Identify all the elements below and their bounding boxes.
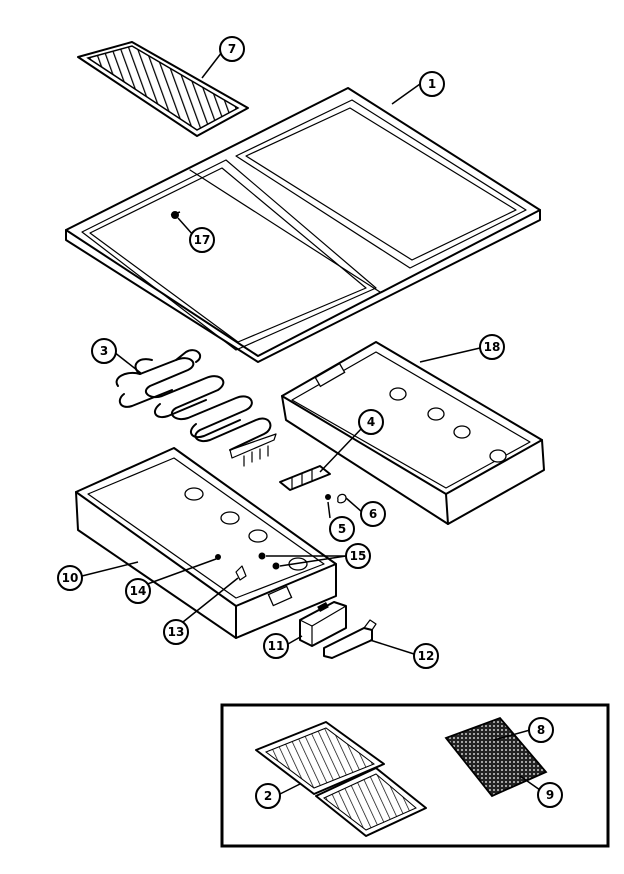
part-6-clip bbox=[337, 493, 347, 504]
callout-15: 15 bbox=[345, 543, 371, 569]
callout-4-label: 4 bbox=[367, 415, 375, 429]
callout-6: 6 bbox=[360, 501, 386, 527]
callout-17-label: 17 bbox=[194, 233, 211, 247]
callout-7: 7 bbox=[219, 36, 245, 62]
part-13-clip bbox=[235, 565, 247, 581]
part-1-cooktop-frame bbox=[65, 87, 541, 363]
callout-6-label: 6 bbox=[369, 507, 377, 521]
part-5-nut bbox=[325, 494, 331, 500]
callout-15-label: 15 bbox=[350, 549, 367, 563]
part-14-screw bbox=[215, 554, 221, 560]
part-2-grates bbox=[255, 721, 427, 837]
callout-2-label: 2 bbox=[264, 789, 272, 803]
callout-3-label: 3 bbox=[100, 344, 108, 358]
callout-8: 8 bbox=[528, 717, 554, 743]
callout-13-label: 13 bbox=[168, 625, 185, 639]
part-18-drip-pan-right bbox=[281, 341, 545, 525]
callout-13: 13 bbox=[163, 619, 189, 645]
callout-4: 4 bbox=[358, 409, 384, 435]
callout-10-label: 10 bbox=[62, 571, 79, 585]
part-4-terminal-block bbox=[279, 465, 331, 491]
callout-1: 1 bbox=[419, 71, 445, 97]
callout-18-label: 18 bbox=[484, 340, 501, 354]
callout-5: 5 bbox=[329, 516, 355, 542]
callout-11: 11 bbox=[263, 633, 289, 659]
callout-5-label: 5 bbox=[338, 522, 346, 536]
callout-1-label: 1 bbox=[428, 77, 436, 91]
part-11-receptacle bbox=[299, 601, 347, 647]
part-17-screw bbox=[170, 211, 181, 219]
leader-lines bbox=[81, 51, 541, 795]
callout-18: 18 bbox=[479, 334, 505, 360]
callout-7-label: 7 bbox=[228, 42, 236, 56]
callout-11-label: 11 bbox=[268, 639, 285, 653]
callout-12: 12 bbox=[413, 643, 439, 669]
part-15-screws bbox=[258, 552, 280, 570]
callout-14-label: 14 bbox=[130, 584, 147, 598]
part-3-heating-element bbox=[115, 349, 277, 467]
part-7-grill-grate bbox=[77, 41, 249, 137]
callout-12-label: 12 bbox=[418, 649, 435, 663]
callout-14: 14 bbox=[125, 578, 151, 604]
callout-8-label: 8 bbox=[537, 723, 545, 737]
callout-9-label: 9 bbox=[546, 788, 554, 802]
callout-10: 10 bbox=[57, 565, 83, 591]
part-10-drip-pan-left bbox=[75, 447, 337, 639]
callout-9: 9 bbox=[537, 782, 563, 808]
callout-2: 2 bbox=[255, 783, 281, 809]
callout-3: 3 bbox=[91, 338, 117, 364]
accessory-inset-box bbox=[220, 703, 610, 848]
callout-17: 17 bbox=[189, 227, 215, 253]
